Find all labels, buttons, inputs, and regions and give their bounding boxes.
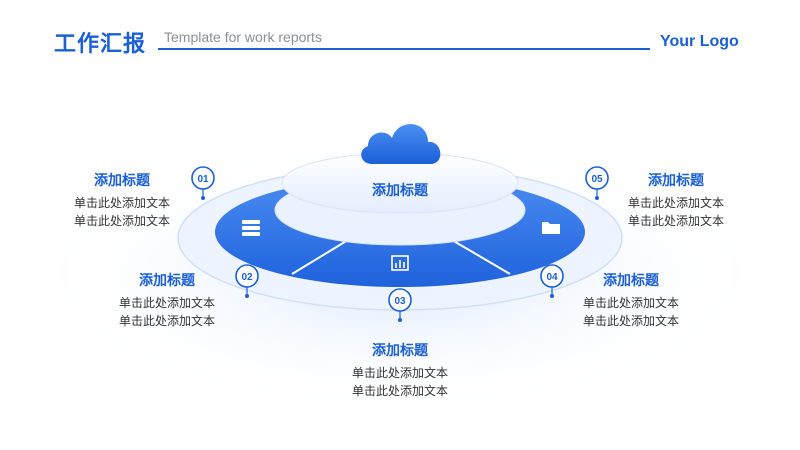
- item-line: 单击此处添加文本: [73, 214, 170, 228]
- marker-05: 05: [585, 166, 609, 200]
- item-title-05: 添加标题: [648, 173, 704, 189]
- marker-number: 05: [591, 174, 603, 185]
- marker-04: 04: [540, 264, 564, 298]
- item-text-05: 单击此处添加文本 单击此处添加文本: [628, 194, 724, 230]
- item-title-04: 添加标题: [603, 273, 659, 289]
- item-title-02: 添加标题: [139, 273, 195, 289]
- marker-01: 01: [191, 166, 215, 200]
- item-line: 单击此处添加文本: [351, 366, 448, 380]
- header-divider: [158, 48, 650, 50]
- marker-number: 01: [197, 174, 209, 185]
- marker-03: 03: [388, 288, 412, 322]
- segment-divider: [291, 239, 349, 275]
- center-title: 添加标题: [372, 183, 428, 199]
- item-line: 单击此处添加文本: [628, 214, 725, 228]
- marker-number: 02: [241, 272, 253, 283]
- item-line: 单击此处添加文本: [583, 296, 680, 310]
- item-text-01: 单击此处添加文本 单击此处添加文本: [74, 194, 170, 230]
- logo-text: Your Logo: [660, 33, 739, 50]
- item-line: 单击此处添加文本: [351, 384, 448, 398]
- item-text-03: 单击此处添加文本 单击此处添加文本: [330, 364, 470, 400]
- marker-02: 02: [235, 264, 259, 298]
- folder-icon: [542, 222, 560, 234]
- item-title-03: 添加标题: [372, 343, 428, 359]
- item-line: 单击此处添加文本: [583, 314, 680, 328]
- stack-icon: [242, 220, 260, 236]
- item-title-01: 添加标题: [94, 173, 150, 189]
- item-line: 单击此处添加文本: [628, 196, 725, 210]
- page-title: 工作汇报: [54, 32, 147, 57]
- item-line: 单击此处添加文本: [118, 296, 215, 310]
- item-text-02: 单击此处添加文本 单击此处添加文本: [119, 294, 215, 330]
- cloud-icon: [361, 124, 441, 164]
- segment-divider: [451, 239, 511, 275]
- item-line: 单击此处添加文本: [73, 196, 170, 210]
- page-subtitle: Template for work reports: [164, 29, 322, 45]
- item-line: 单击此处添加文本: [118, 314, 215, 328]
- chart-icon: [391, 255, 409, 271]
- marker-number: 04: [546, 272, 558, 283]
- item-text-04: 单击此处添加文本 单击此处添加文本: [583, 294, 679, 330]
- marker-number: 03: [394, 296, 406, 307]
